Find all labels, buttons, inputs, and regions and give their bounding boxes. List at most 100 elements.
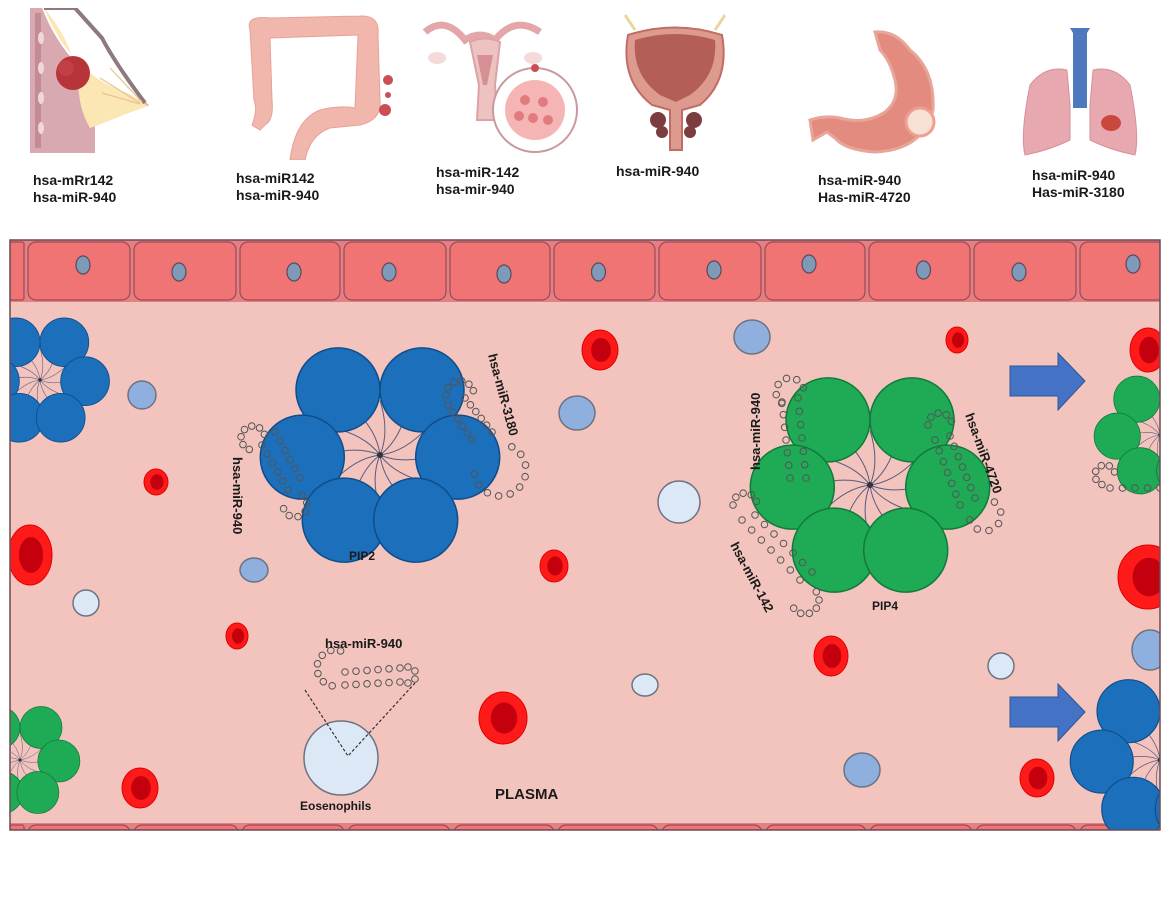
nucleotide — [767, 546, 775, 554]
nucleotide — [962, 473, 971, 482]
nucleotide — [237, 432, 245, 441]
nucleotide — [770, 530, 778, 538]
red-blood-cell — [225, 622, 249, 650]
red-blood-cell — [121, 767, 159, 809]
lipid-tail — [10, 739, 21, 761]
nucleotide — [789, 549, 797, 557]
nucleotide — [411, 675, 419, 683]
nucleotide — [298, 491, 306, 500]
cell-nucleus — [496, 264, 512, 284]
cell-nucleus — [1013, 845, 1027, 863]
nucleotide — [800, 460, 809, 469]
cell-nucleus — [915, 260, 932, 280]
cell-nucleus — [171, 262, 187, 282]
lipid-tail — [1159, 760, 1160, 761]
nucleotide — [465, 380, 473, 389]
nucleotide — [798, 434, 806, 442]
mirna-label: hsa-miR-142 — [436, 164, 520, 180]
organ-label-stomach: hsa-miR-940 Has-miR-4720 — [818, 172, 911, 206]
cell-nucleus — [803, 847, 817, 865]
cell-nucleus — [286, 262, 302, 282]
lipid-tail — [1159, 434, 1160, 435]
endothelial-cell — [869, 824, 973, 830]
nucleotide — [470, 470, 479, 478]
nucleotide — [799, 383, 808, 392]
nucleotide — [286, 455, 294, 464]
mirna-label: hsa-miR-940 — [236, 187, 320, 203]
vesicle — [1069, 729, 1134, 794]
red-blood-cell — [1129, 327, 1160, 373]
endothelial-cell — [10, 824, 25, 830]
nucleotide — [268, 459, 277, 467]
lipid-tail — [1159, 435, 1160, 437]
lipid-tail — [1159, 759, 1160, 760]
nucleotide — [444, 401, 452, 409]
red-blood-cell — [143, 468, 169, 496]
leukocyte-cell — [657, 480, 701, 524]
nucleotide — [374, 679, 382, 688]
endothelial-cell — [453, 824, 555, 830]
mirna-hairpin — [924, 409, 1005, 535]
stomach-tumor-icon — [808, 30, 936, 154]
nucleotide — [352, 680, 360, 689]
cluster-core — [377, 452, 383, 458]
nucleotide — [442, 391, 450, 399]
nucleotide — [450, 378, 458, 387]
nucleotide — [795, 407, 804, 416]
vesicle — [862, 507, 949, 593]
nucleotide — [990, 498, 999, 506]
nucleotide — [488, 428, 496, 436]
nucleotide — [946, 432, 954, 440]
vesicle — [35, 392, 86, 443]
nucleotide — [1091, 467, 1100, 476]
pip4-label: PIP4 — [872, 599, 898, 613]
mirna-hairpin — [237, 422, 311, 521]
nucleotide — [291, 465, 299, 473]
eosinophil-cell — [303, 682, 416, 796]
nucleotide — [1097, 461, 1106, 470]
nucleotide — [796, 576, 804, 584]
leukocyte-cell — [72, 589, 100, 617]
nucleotide — [474, 481, 483, 489]
organ-label-lung: hsa-miR-940 Has-miR-3180 — [1032, 167, 1125, 201]
nucleotide — [313, 659, 322, 668]
nucleotide — [729, 501, 737, 509]
nucleotide — [449, 408, 457, 416]
pip4-vesicle-cluster — [749, 377, 991, 593]
nucleotide — [506, 490, 514, 498]
platelet-cell — [558, 395, 596, 431]
nucleotide — [1092, 475, 1100, 484]
red-blood-cell — [1019, 758, 1055, 798]
nucleotide — [472, 407, 480, 416]
nucleotide — [273, 468, 282, 476]
nucleotide — [747, 490, 756, 499]
mirna-hairpin — [772, 374, 810, 482]
nucleotide — [779, 539, 788, 548]
lipid-tail — [1159, 760, 1160, 761]
cell-nucleus — [1125, 254, 1141, 274]
nucleotide — [374, 665, 382, 674]
lipid-tail — [1159, 760, 1160, 763]
nucleotide — [271, 428, 279, 436]
nucleotide — [798, 558, 807, 567]
mirna-label: hsa-miR-940 — [33, 189, 117, 205]
plasma-label: PLASMA — [495, 786, 559, 803]
nucleotide — [794, 394, 802, 402]
nucleotide — [934, 409, 942, 417]
nucleotide — [314, 669, 322, 678]
mirna-hairpin — [442, 377, 530, 500]
endothelial-cell — [27, 824, 131, 830]
nucleotide — [521, 472, 529, 481]
red-blood-cell — [10, 524, 53, 586]
eosinophil-label: Eosenophils — [300, 799, 372, 813]
platelet-cell — [843, 752, 881, 788]
nucleotide — [494, 492, 503, 500]
lipid-tail — [1159, 435, 1160, 436]
pip4-mirna-940-label: hsa-miR-940 — [748, 393, 763, 470]
nucleotide — [996, 508, 1005, 516]
cell-nucleus — [173, 841, 187, 859]
vesicle — [10, 361, 20, 401]
nucleotide — [453, 415, 462, 423]
nucleotide — [738, 516, 746, 524]
nucleotide — [457, 377, 466, 385]
